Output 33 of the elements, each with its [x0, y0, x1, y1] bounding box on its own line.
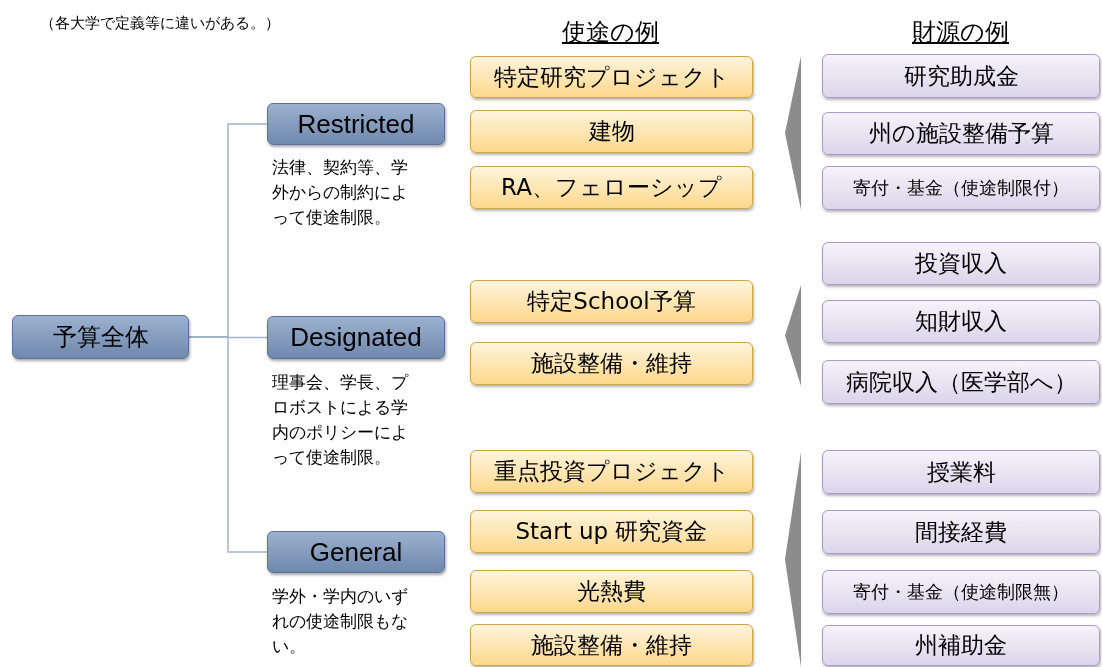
funding-source-box: 病院収入（医学部へ）: [822, 360, 1100, 404]
description-text: 学外・学内のいずれの使途制限もない。: [272, 585, 409, 658]
funding-source-box: 州補助金: [822, 625, 1100, 666]
usage-box: 特定研究プロジェクト: [470, 56, 753, 98]
funding-source-box: 寄付・基金（使途制限付）: [822, 166, 1100, 210]
usage-box: 建物: [470, 110, 753, 153]
chevron-shape: [785, 452, 801, 667]
column-header: 使途の例: [562, 17, 659, 48]
funding-source-box: 寄付・基金（使途制限無）: [822, 570, 1100, 614]
category-box: Restricted: [267, 103, 445, 145]
chevron-shape: [785, 285, 801, 386]
funding-source-box: 投資収入: [822, 242, 1100, 285]
usage-box: 重点投資プロジェクト: [470, 450, 753, 493]
description-text: 理事会、学長、プロボストによる学内のポリシーによって使途制限。: [272, 371, 410, 469]
budget-box: 予算全体: [12, 315, 189, 359]
connector-line: [188, 336, 268, 553]
chevron-shape: [785, 56, 801, 210]
funding-source-box: 州の施設整備予算: [822, 112, 1100, 155]
usage-box: 特定School予算: [470, 280, 753, 323]
description-text: 法律、契約等、学外からの制約によって使途制限。: [272, 156, 409, 229]
funding-source-box: 研究助成金: [822, 54, 1100, 98]
column-header: 財源の例: [912, 17, 1009, 48]
usage-box: 施設整備・維持: [470, 624, 753, 666]
category-box: Designated: [267, 316, 445, 359]
usage-box: Start up 研究資金: [470, 510, 753, 553]
usage-box: 施設整備・維持: [470, 342, 753, 385]
usage-box: 光熱費: [470, 570, 753, 613]
funding-source-box: 知財収入: [822, 300, 1100, 343]
note-text: （各大学で定義等に違いがある。）: [40, 14, 280, 33]
funding-source-box: 間接経費: [822, 510, 1100, 554]
category-box: General: [267, 531, 445, 573]
funding-source-box: 授業料: [822, 450, 1100, 494]
usage-box: RA、フェローシップ: [470, 166, 753, 209]
